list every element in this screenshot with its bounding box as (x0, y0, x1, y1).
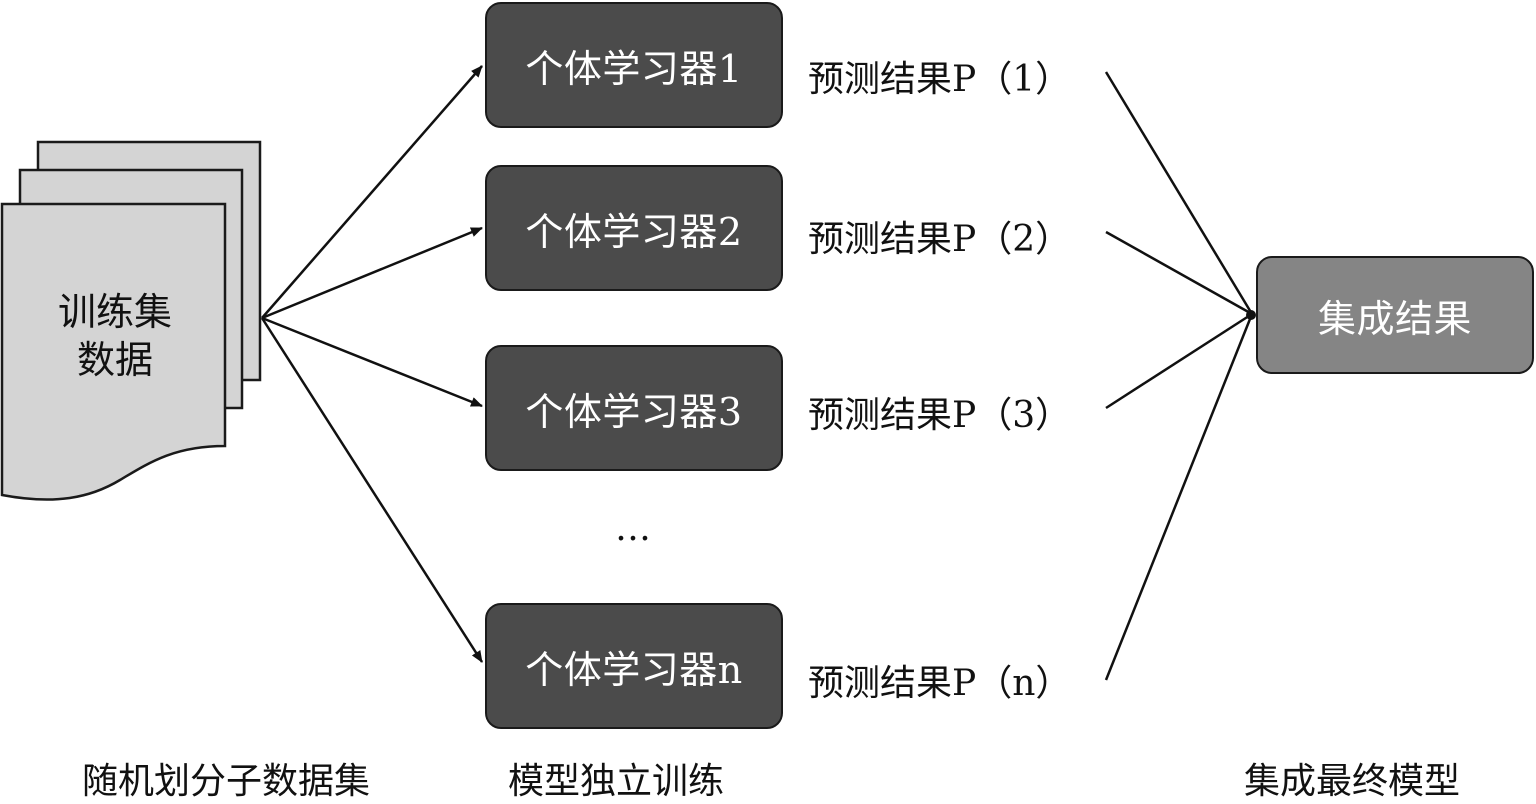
learner-box-3: 个体学习器3 (485, 345, 783, 471)
learner-box-1: 个体学习器1 (485, 2, 783, 128)
stage-caption-ensemble: 集成最终模型 (1244, 761, 1461, 802)
ensemble-result-box: 集成结果 (1256, 256, 1534, 374)
dataset-label: 训练集 数据 (20, 288, 210, 384)
document-sheet-front (0, 202, 227, 501)
prediction-label-3: 预测结果P（3） (808, 395, 1072, 436)
line-from-prediction-n (1104, 313, 1254, 681)
line-from-prediction-2 (1105, 230, 1253, 316)
prediction-label-2: 预测结果P（2） (808, 219, 1072, 260)
dataset-document-stack (0, 140, 262, 501)
ensemble-lines (1104, 71, 1254, 681)
prediction-label-n: 预测结果P（n） (808, 663, 1072, 704)
dataset-label-line-1: 训练集 (57, 290, 172, 334)
arrow-to-learner-2 (261, 226, 483, 320)
ensemble-junction-dot (1246, 310, 1256, 320)
learner-ellipsis: … (615, 508, 651, 549)
prediction-label-1: 预测结果P（1） (808, 59, 1072, 100)
stage-caption-split: 随机划分子数据集 (82, 761, 371, 802)
arrow-to-learner-3 (261, 316, 483, 408)
stage-caption-train: 模型独立训练 (508, 761, 725, 802)
learner-box-n: 个体学习器n (485, 603, 783, 729)
learner-box-2: 个体学习器2 (485, 165, 783, 291)
arrow-to-learner-1 (261, 65, 483, 319)
dataset-label-line-2: 数据 (76, 338, 153, 382)
split-arrows (260, 65, 484, 663)
line-from-prediction-1 (1104, 71, 1254, 315)
arrow-to-learner-n (260, 317, 484, 663)
line-from-prediction-3 (1105, 312, 1253, 410)
